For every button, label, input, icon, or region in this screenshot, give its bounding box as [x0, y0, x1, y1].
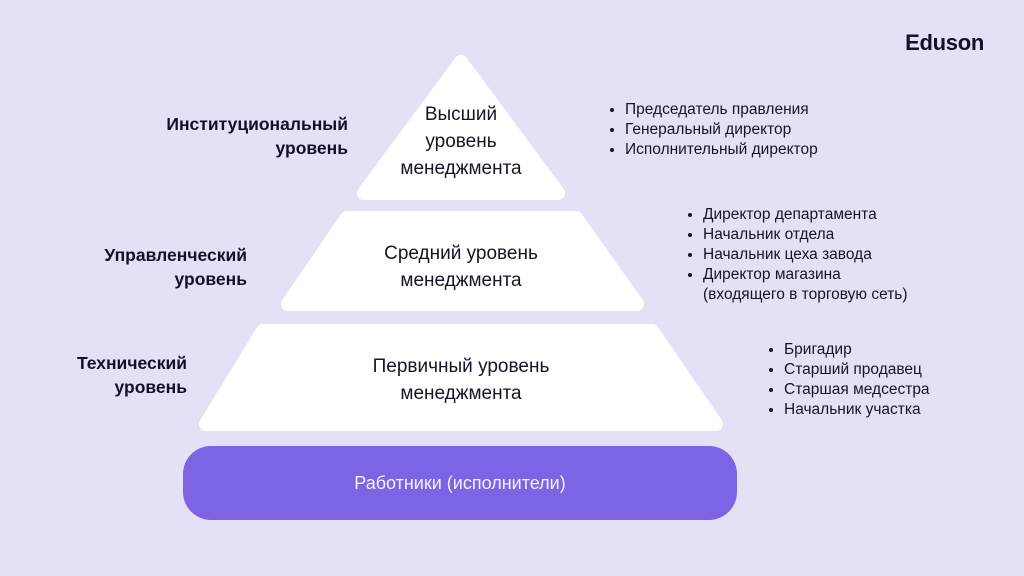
role-item: Начальник отдела	[703, 225, 908, 245]
role-item: Директор департамента	[703, 205, 908, 225]
roles-list-bottom: Бригадир Старший продавец Старшая медсес…	[766, 340, 930, 420]
role-item: Исполнительный директор	[625, 140, 818, 160]
pyramid-bottom-trapezoid	[199, 324, 723, 431]
role-item: Директор магазина (входящего в торговую …	[703, 265, 908, 305]
role-item: Генеральный директор	[625, 120, 818, 140]
pyramid-label-top-management: Высший уровень менеджмента	[400, 104, 522, 179]
pyramid-top-triangle	[357, 55, 565, 200]
role-item: Старший продавец	[784, 360, 930, 380]
role-item: Председатель правления	[625, 100, 818, 120]
pyramid-middle-trapezoid	[281, 211, 644, 311]
side-label-institutional: Институциональный уровень	[166, 114, 348, 158]
role-item: Старшая медсестра	[784, 380, 930, 400]
eduson-logo: Eduson	[905, 30, 984, 55]
pyramid-label-first-line-management: Первичный уровень менеджмента	[372, 356, 550, 404]
pyramid-label-middle-management: Средний уровень менеджмента	[384, 243, 538, 291]
role-item: Начальник участка	[784, 400, 930, 420]
roles-list-top: Председатель правления Генеральный дирек…	[607, 100, 818, 160]
side-label-technical: Технический уровень	[76, 353, 187, 397]
roles-list-middle: Директор департамента Начальник отдела Н…	[685, 205, 908, 305]
side-label-managerial: Управленческий уровень	[104, 245, 247, 289]
workers-banner-label: Работники (исполнители)	[354, 472, 566, 493]
workers-banner: Работники (исполнители)	[183, 446, 737, 520]
role-item: Начальник цеха завода	[703, 245, 908, 265]
role-item: Бригадир	[784, 340, 930, 360]
